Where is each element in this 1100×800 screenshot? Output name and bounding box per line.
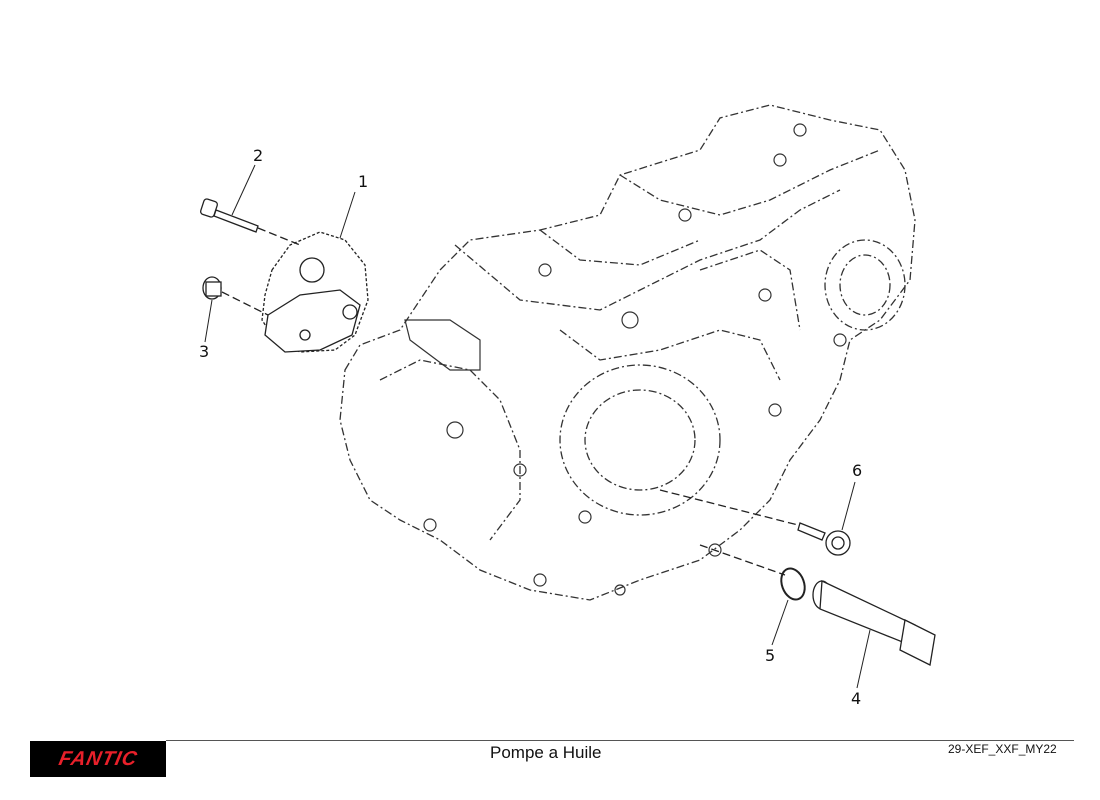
oring-part-5: [699, 544, 806, 601]
callout-5: 5: [765, 646, 776, 665]
bushing-part-3: [202, 276, 269, 316]
engine-holes: [404, 123, 847, 596]
bolt-part-2: [200, 198, 301, 246]
oil-pump-assembly: [261, 231, 369, 353]
callout-3: 3: [199, 342, 210, 361]
brand-logo-text: FANTIC: [56, 747, 140, 770]
oil-strainer-part-4: [812, 580, 936, 666]
brand-logo: FANTIC: [30, 741, 166, 777]
engine-crankcase: [339, 104, 916, 601]
callout-4: 4: [851, 689, 862, 708]
footer-divider: [166, 740, 1074, 741]
callout-6: 6: [852, 461, 863, 480]
diagram-title: Pompe a Huile: [490, 743, 602, 762]
diagram-code: 29-XEF_XXF_MY22: [948, 742, 1057, 756]
callout-2: 2: [253, 146, 264, 165]
leader-lines: [204, 164, 871, 689]
exploded-parts-diagram: [200, 104, 936, 689]
bolt-part-6: [659, 489, 851, 556]
callout-1: 1: [358, 172, 369, 191]
